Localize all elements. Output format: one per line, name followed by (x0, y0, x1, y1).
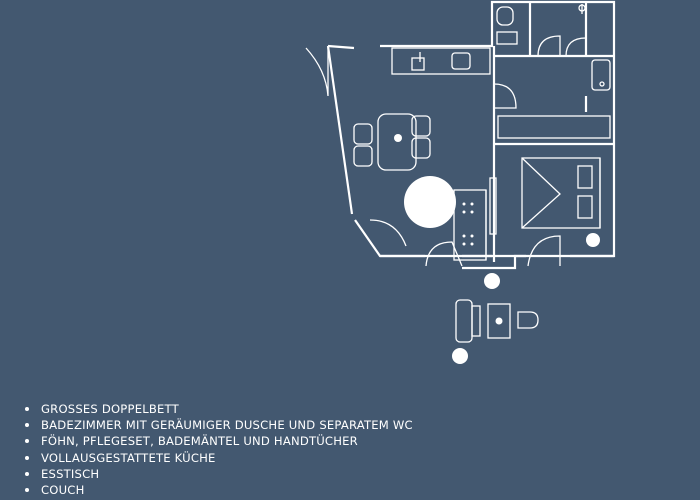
dining-table (377, 113, 417, 171)
sofa (453, 177, 497, 261)
feature-list: GROSSES DOPPELBETT BADEZIMMER MIT GERÄUM… (22, 401, 682, 498)
bed-sheet-fold (521, 157, 561, 229)
terrace-door-right (527, 235, 561, 267)
feature-text: GROSSES DOPPELBETT (41, 402, 179, 416)
feature-item: GROSSES DOPPELBETT (22, 401, 682, 417)
outer-wall-slanted (326, 45, 354, 215)
dining-chair (353, 145, 373, 167)
bullet-icon (25, 439, 29, 444)
feature-item: FÖHN, PFLEGESET, BADEMÄNTEL UND HANDTÜCH… (22, 433, 682, 449)
dining-set (353, 113, 431, 171)
outer-walls (326, 0, 616, 270)
tv-unit (489, 177, 497, 235)
terrace-chair (517, 311, 539, 329)
interior-walls (492, 2, 614, 262)
bullet-icon (25, 488, 29, 493)
terrace-lounger (455, 299, 473, 343)
bathroom-fixtures (496, 4, 611, 91)
bedroom-closet-door (493, 83, 517, 109)
cushion-dot (470, 242, 474, 246)
cushion-dot (462, 234, 466, 238)
feature-item: COUCH (22, 482, 682, 498)
bathroom-door-left (537, 35, 561, 57)
feature-item: VOLLAUSGESTATTETE KÜCHE (22, 450, 682, 466)
drain-icon (599, 81, 605, 87)
kitchen-hob (411, 57, 425, 71)
living-door (369, 219, 407, 247)
bed-pillow (577, 165, 593, 189)
terrace-lounger-back (471, 305, 481, 337)
shower-head-icon (578, 4, 586, 12)
cushion-dot (470, 202, 474, 206)
bullet-icon (25, 407, 29, 411)
bed-pillow (577, 195, 593, 219)
bidet-basin (496, 31, 518, 45)
feature-text: ESSTISCH (41, 466, 100, 481)
terrace-door-left (425, 241, 463, 267)
cushion-dot (462, 202, 466, 206)
double-bed (521, 157, 601, 229)
floor-plan (305, 0, 616, 364)
bullet-icon (25, 455, 29, 460)
feature-text: VOLLAUSGESTATTETE KÜCHE (41, 450, 216, 465)
feature-text: COUCH (41, 483, 85, 498)
washbasin (591, 59, 611, 91)
kitchen-counter-top (391, 47, 491, 75)
entrance-door (305, 46, 329, 97)
doors (305, 35, 587, 267)
cushion-dot (470, 210, 474, 214)
sofa-frame (453, 189, 487, 261)
toilet (496, 6, 514, 26)
bathroom-door-right (565, 37, 587, 57)
feature-text: BADEZIMMER MIT GERÄUMIGER DUSCHE UND SEP… (41, 418, 413, 433)
round-rug (404, 176, 456, 228)
plant-icon (452, 348, 468, 364)
feature-item: BADEZIMMER MIT GERÄUMIGER DUSCHE UND SEP… (22, 417, 682, 433)
outer-wall-left-top (327, 44, 425, 258)
terrace (452, 273, 539, 364)
cushion-dot (462, 210, 466, 214)
dining-chair (411, 137, 431, 159)
feature-item: ESSTISCH (22, 466, 682, 482)
wardrobe (497, 115, 611, 139)
feature-text: FÖHN, PFLEGESET, BADEMÄNTEL UND HANDTÜCH… (41, 434, 358, 449)
terrace-table (487, 303, 511, 339)
bullet-icon (25, 423, 29, 428)
flower-icon (394, 134, 402, 142)
floor-lamp (586, 233, 600, 247)
bullet-icon (25, 471, 29, 476)
kitchen-counter (391, 47, 491, 75)
plant-icon (484, 273, 500, 289)
kitchen-sink (451, 52, 471, 70)
cushion-dot (462, 242, 466, 246)
dining-chair (411, 115, 431, 137)
dining-chair (353, 123, 373, 145)
outer-wall-bottom (462, 254, 614, 270)
cushion-dot (470, 234, 474, 238)
flower-icon (495, 317, 503, 325)
